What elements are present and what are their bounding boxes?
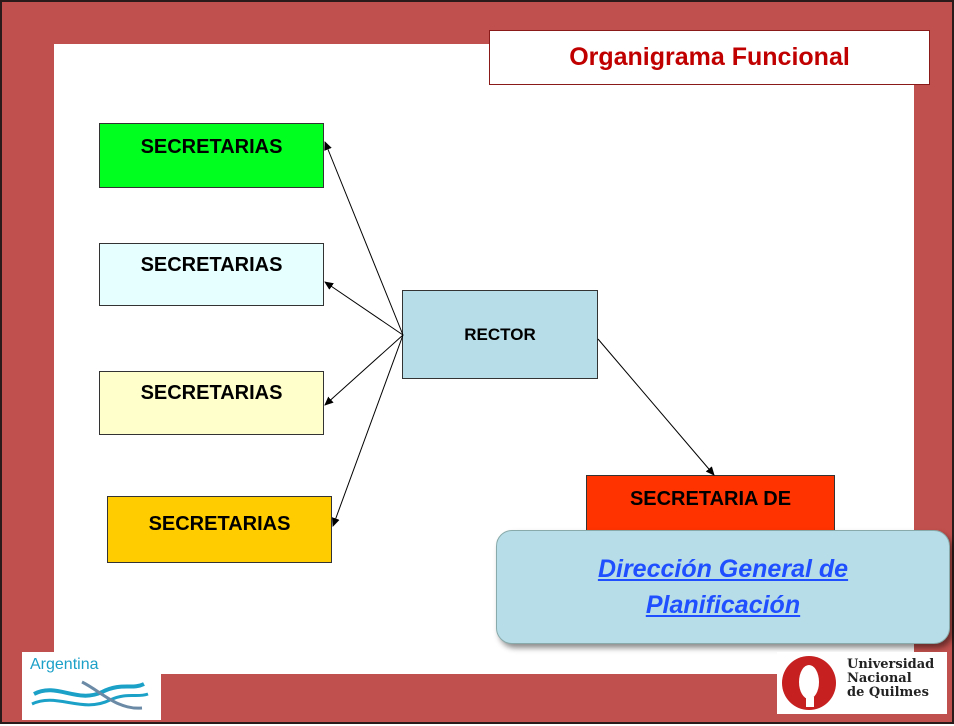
unq-logo-text: Universidad Nacional de Quilmes (847, 658, 934, 700)
unq-logo: Universidad Nacional de Quilmes (777, 652, 947, 714)
unq-emblem-icon (782, 656, 836, 710)
node-secretarias-4: SECRETARIAS (107, 496, 332, 563)
node-secretaria-de: SECRETARIA DE (586, 475, 835, 535)
wave-icon (31, 680, 149, 710)
node-secretarias-1: SECRETARIAS (99, 123, 324, 188)
unq-line-3: de Quilmes (847, 685, 929, 700)
callout-direccion-general[interactable]: Dirección General de Planificación (496, 530, 950, 644)
slide-title: Organigrama Funcional (489, 30, 930, 85)
argentina-logo: Argentina (22, 652, 161, 720)
callout-line-2[interactable]: Planificación (645, 591, 801, 619)
argentina-logo-text: Argentina (30, 656, 99, 673)
node-rector: RECTOR (402, 290, 598, 379)
unq-line-1: Universidad (847, 657, 935, 672)
callout-line-1[interactable]: Dirección General de (597, 555, 849, 583)
node-secretarias-2: SECRETARIAS (99, 243, 324, 306)
node-secretarias-3: SECRETARIAS (99, 371, 324, 435)
unq-line-2: Nacional (847, 671, 912, 686)
